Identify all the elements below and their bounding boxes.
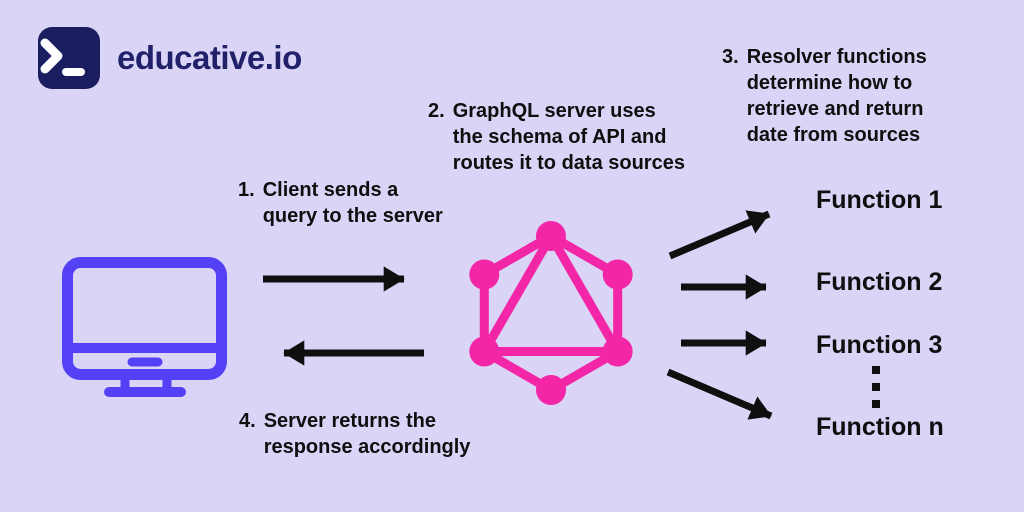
brand-name: educative.io bbox=[117, 39, 302, 76]
ellipsis-dot bbox=[872, 383, 880, 391]
terminal-prompt-glyph bbox=[40, 38, 85, 76]
ellipsis-dot bbox=[872, 400, 880, 408]
step-text: GraphQL server uses the schema of API an… bbox=[452, 100, 685, 174]
function-n-label: Function n bbox=[816, 413, 944, 441]
function-3-label: Function 3 bbox=[816, 331, 943, 359]
step-text: Server returns the response accordingly bbox=[263, 410, 471, 458]
function-2-label: Function 2 bbox=[816, 268, 943, 296]
step-1-note: 1. Client sends a query to the server bbox=[238, 177, 443, 229]
ellipsis-dot bbox=[872, 366, 880, 374]
step-number: 3. bbox=[722, 46, 739, 68]
step-3-note: 3. Resolver functions determine how to r… bbox=[722, 44, 927, 148]
graphql-hexagon-icon bbox=[469, 221, 633, 405]
step-number: 1. bbox=[238, 179, 255, 201]
step-text: Resolver functions determine how to retr… bbox=[746, 46, 927, 146]
step-number: 2. bbox=[428, 100, 445, 122]
step-number: 4. bbox=[239, 410, 256, 432]
graphql-server-icon bbox=[456, 216, 646, 416]
client-computer-icon bbox=[56, 250, 246, 415]
step-4-note: 4. Server returns the response according… bbox=[239, 408, 470, 460]
step-2-note: 2. GraphQL server uses the schema of API… bbox=[428, 98, 685, 176]
vertical-ellipsis-icon bbox=[872, 366, 880, 408]
function-1-label: Function 1 bbox=[816, 186, 943, 214]
terminal-prompt-icon bbox=[38, 27, 100, 89]
step-text: Client sends a query to the server bbox=[262, 179, 443, 227]
brand-logo: educative.io bbox=[38, 27, 302, 89]
arrow-server-to-function-n bbox=[666, 368, 773, 420]
desktop-monitor-icon bbox=[62, 257, 227, 397]
arrow-server-to-function-1 bbox=[668, 210, 771, 260]
